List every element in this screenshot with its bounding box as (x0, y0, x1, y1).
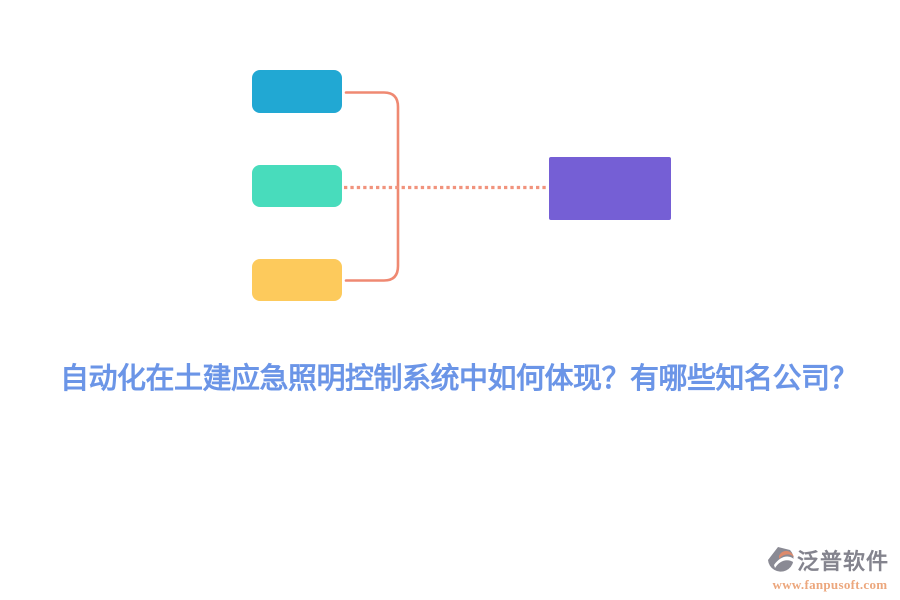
fanpu-logo-icon (768, 547, 795, 572)
diagram (252, 70, 671, 301)
node-step-2 (252, 165, 342, 207)
watermark: 泛普软件 www.fanpusoft.com (767, 546, 893, 591)
page-title: 自动化在土建应急照明控制系统中如何体现？有哪些知名公司？ (60, 363, 859, 395)
watermark-url: www.fanpusoft.com (772, 577, 888, 592)
node-summary (549, 157, 671, 220)
watermark-brand: 泛普软件 (797, 549, 890, 574)
node-step-3 (252, 259, 342, 301)
node-step-1 (252, 70, 342, 113)
